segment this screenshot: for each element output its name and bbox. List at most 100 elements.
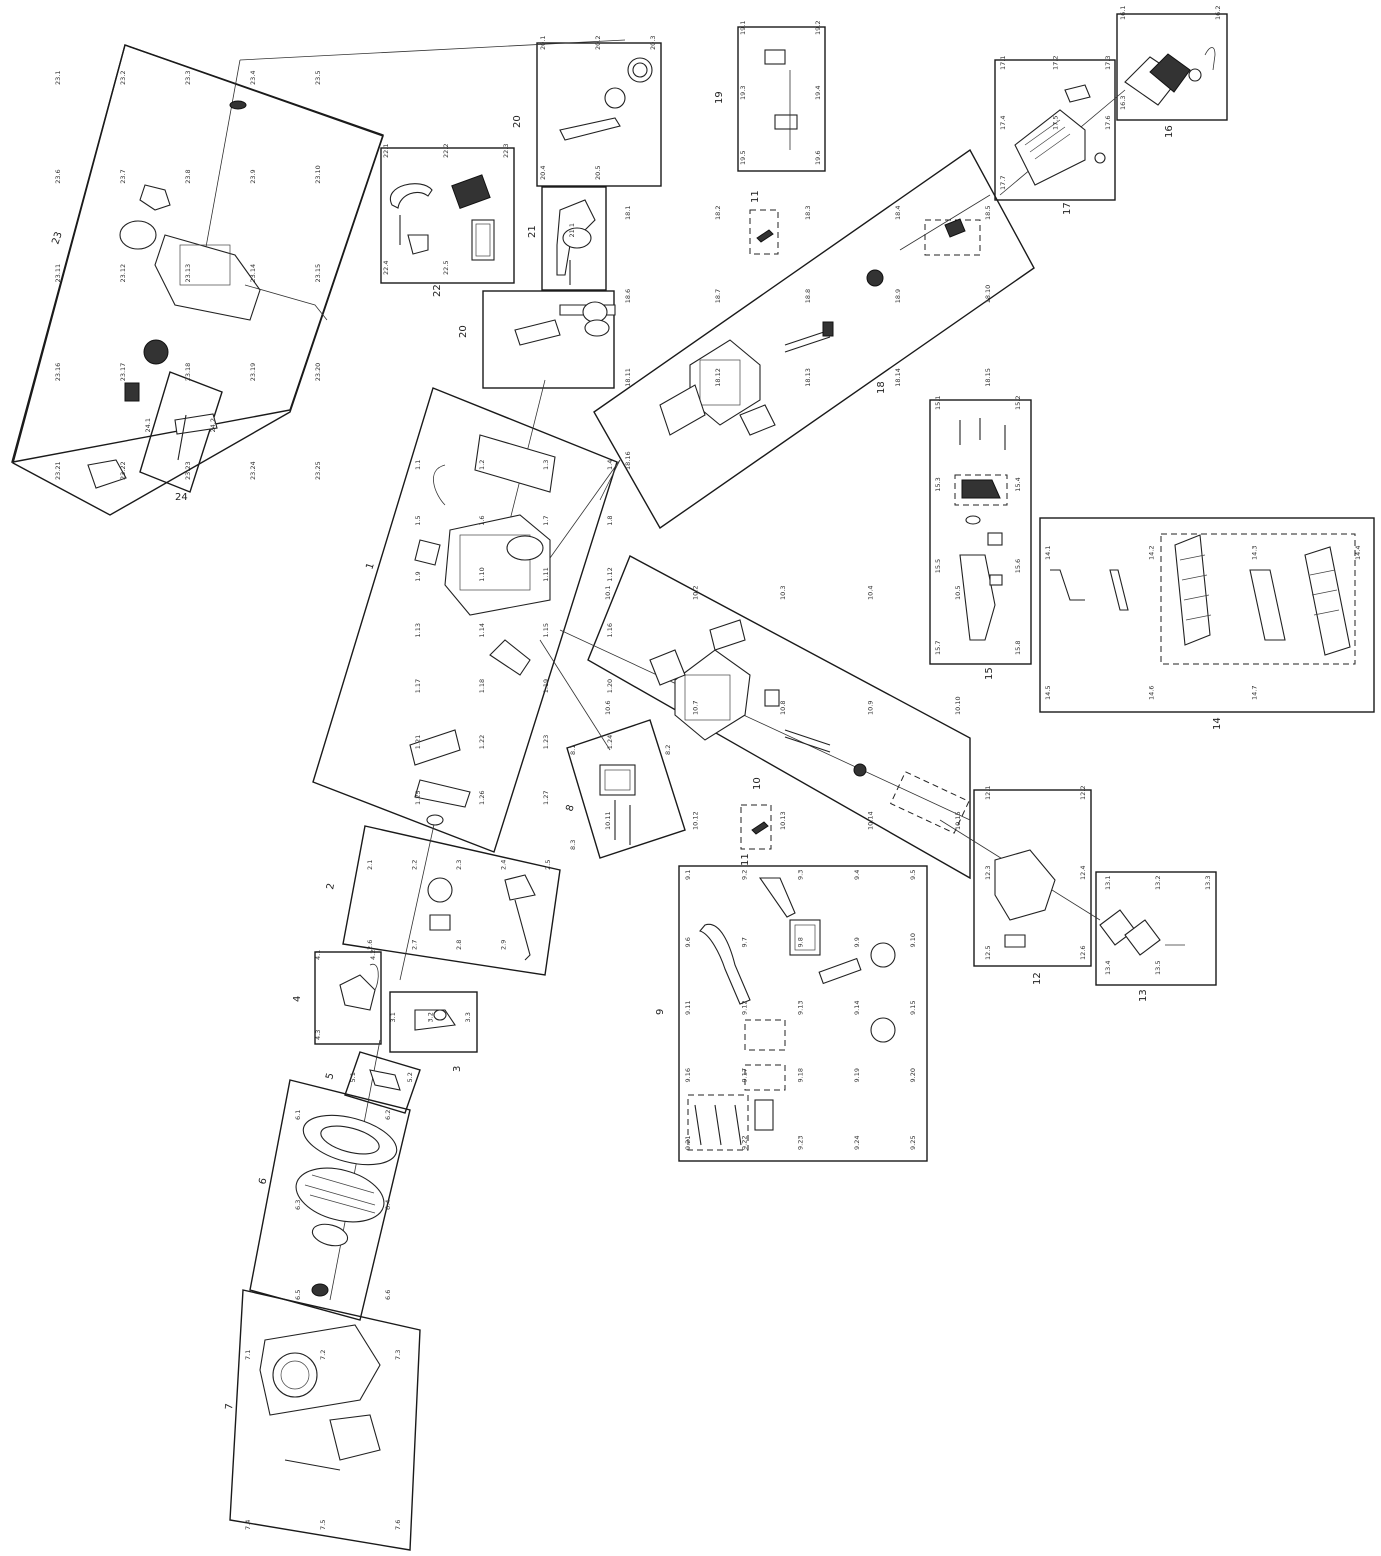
part-callout-10-14: 10.14 [867,811,875,830]
part-callout-9-13: 9.13 [797,1001,805,1015]
part-callout-1-17: 1.17 [414,679,422,693]
part-callout-13-4: 13.4 [1104,961,1112,975]
part-callout-15-2: 15.2 [1014,396,1022,410]
group-11-top-frame: 11 [749,190,779,255]
part-callout-1-8: 1.8 [606,515,614,525]
part-callout-7-4: 7.4 [244,1520,252,1530]
group-8-components [599,764,636,845]
part-callout-7-3: 7.3 [394,1350,402,1360]
part-callout-1-20: 1.20 [606,679,614,693]
part-callout-10-5: 10.5 [954,586,962,600]
group-2-components [427,874,536,961]
part-callout-9-19: 9.19 [853,1068,861,1082]
group-4-frame: 4 [292,951,382,1045]
part-callout-17-5: 17.5 [1052,116,1060,130]
part-callout-16-2: 16.2 [1214,6,1222,20]
part-callout-9-17: 9.17 [740,1068,748,1082]
part-callout-23-21: 23.21 [54,461,62,480]
part-callout-22-3: 22.3 [502,144,510,158]
part-callout-18-6: 18.6 [624,289,632,303]
part-callout-1-23: 1.23 [542,735,550,749]
part-callout-8-3: 8.3 [569,840,577,850]
part-callout-4-3: 4.3 [314,1030,322,1040]
group-1-components [409,434,556,826]
group-9-components [687,877,896,1151]
part-callout-12-1: 12.1 [984,786,992,800]
group-10-components [649,619,970,834]
part-callout-23-15: 23.15 [314,264,322,283]
part-callout-9-10: 9.10 [909,933,917,947]
part-callout-21-1: 21.1 [568,223,576,237]
group-13-frame: 13 [1095,871,1217,1002]
part-callout-2-9: 2.9 [500,940,508,950]
part-callout-12-4: 12.4 [1079,866,1087,880]
part-callout-15-6: 15.6 [1014,559,1022,573]
part-callout-3-2: 3.2 [427,1012,435,1022]
part-callout-9-3: 9.3 [797,870,805,880]
part-callout-8-1: 8.1 [569,745,577,755]
group-20-components [514,57,653,346]
part-callout-10-11: 10.11 [604,811,612,830]
part-callout-23-8: 23.8 [184,169,192,183]
part-callout-20-5: 20.5 [594,166,602,180]
part-callout-9-5: 9.5 [909,870,917,880]
part-callout-6-1: 6.1 [294,1110,302,1120]
part-callout-23-14: 23.14 [249,264,257,283]
group-label-2: 2 [325,882,337,890]
group-6-frame: 6 [249,1079,411,1321]
group-7-frame: 7 [224,1289,421,1551]
group-4-components [339,963,379,1011]
part-callout-1-1: 1.1 [414,460,422,470]
part-callout-19-5: 19.5 [739,151,747,165]
group-8-frame: 8 [564,719,686,859]
group-12-components [994,849,1056,948]
part-callout-23-6: 23.6 [54,169,62,183]
part-callout-17-7: 17.7 [999,176,1007,190]
part-callout-10-2: 10.2 [692,586,700,600]
part-callout-13-1: 13.1 [1104,876,1112,890]
part-callout-16-1: 16.1 [1119,6,1127,20]
part-callout-18-13: 18.13 [804,368,812,387]
group-label-15: 15 [984,667,995,680]
part-callout-22-2: 22.2 [442,144,450,158]
part-callout-6-6: 6.6 [384,1290,392,1300]
group-10-frame: 10 [587,555,971,880]
part-callout-1-15: 1.15 [542,623,550,637]
part-callout-1-10: 1.10 [478,567,486,581]
part-callout-12-3: 12.3 [984,866,992,880]
part-callout-22-5: 22.5 [442,261,450,275]
group-label-19: 19 [714,91,725,104]
group-label-23: 23 [50,230,64,246]
part-callout-4-2: 4.2 [369,950,377,960]
part-callout-4-1: 4.1 [314,950,322,960]
part-callout-23-23: 23.23 [184,461,192,480]
part-callout-10-10: 10.10 [954,696,962,715]
group-label-11-top: 11 [750,190,761,203]
group-22-frame: 22 [380,147,515,297]
part-callout-1-21: 1.21 [414,735,422,749]
part-callout-10-13: 10.13 [779,811,787,830]
part-callout-2-1: 2.1 [366,860,374,870]
part-callout-14-4: 14.4 [1354,546,1362,560]
group-17-components [1014,84,1106,186]
part-callout-20-1: 20.1 [539,36,547,50]
part-callout-1-18: 1.18 [478,679,486,693]
part-callout-9-24: 9.24 [853,1136,861,1150]
part-callout-1-11: 1.11 [542,567,550,581]
part-callout-12-6: 12.6 [1079,946,1087,960]
part-callout-7-6: 7.6 [394,1520,402,1530]
part-callout-9-6: 9.6 [684,937,692,947]
part-callout-10-8: 10.8 [779,701,787,715]
part-callout-10-12: 10.12 [692,811,700,830]
part-callout-6-4: 6.4 [384,1200,392,1210]
group-label-5: 5 [324,1072,336,1081]
group-3-components [414,1009,456,1031]
part-callout-23-1: 23.1 [54,71,62,85]
part-callout-1-6: 1.6 [478,515,486,525]
group-label-11-mid: 11 [740,853,751,866]
group-1-frame: 1 [312,387,618,853]
part-callout-2-3: 2.3 [455,860,463,870]
part-callout-10-7: 10.7 [692,701,700,715]
group-label-24: 24 [175,492,188,503]
group-15-frame: 15 [929,399,1032,680]
